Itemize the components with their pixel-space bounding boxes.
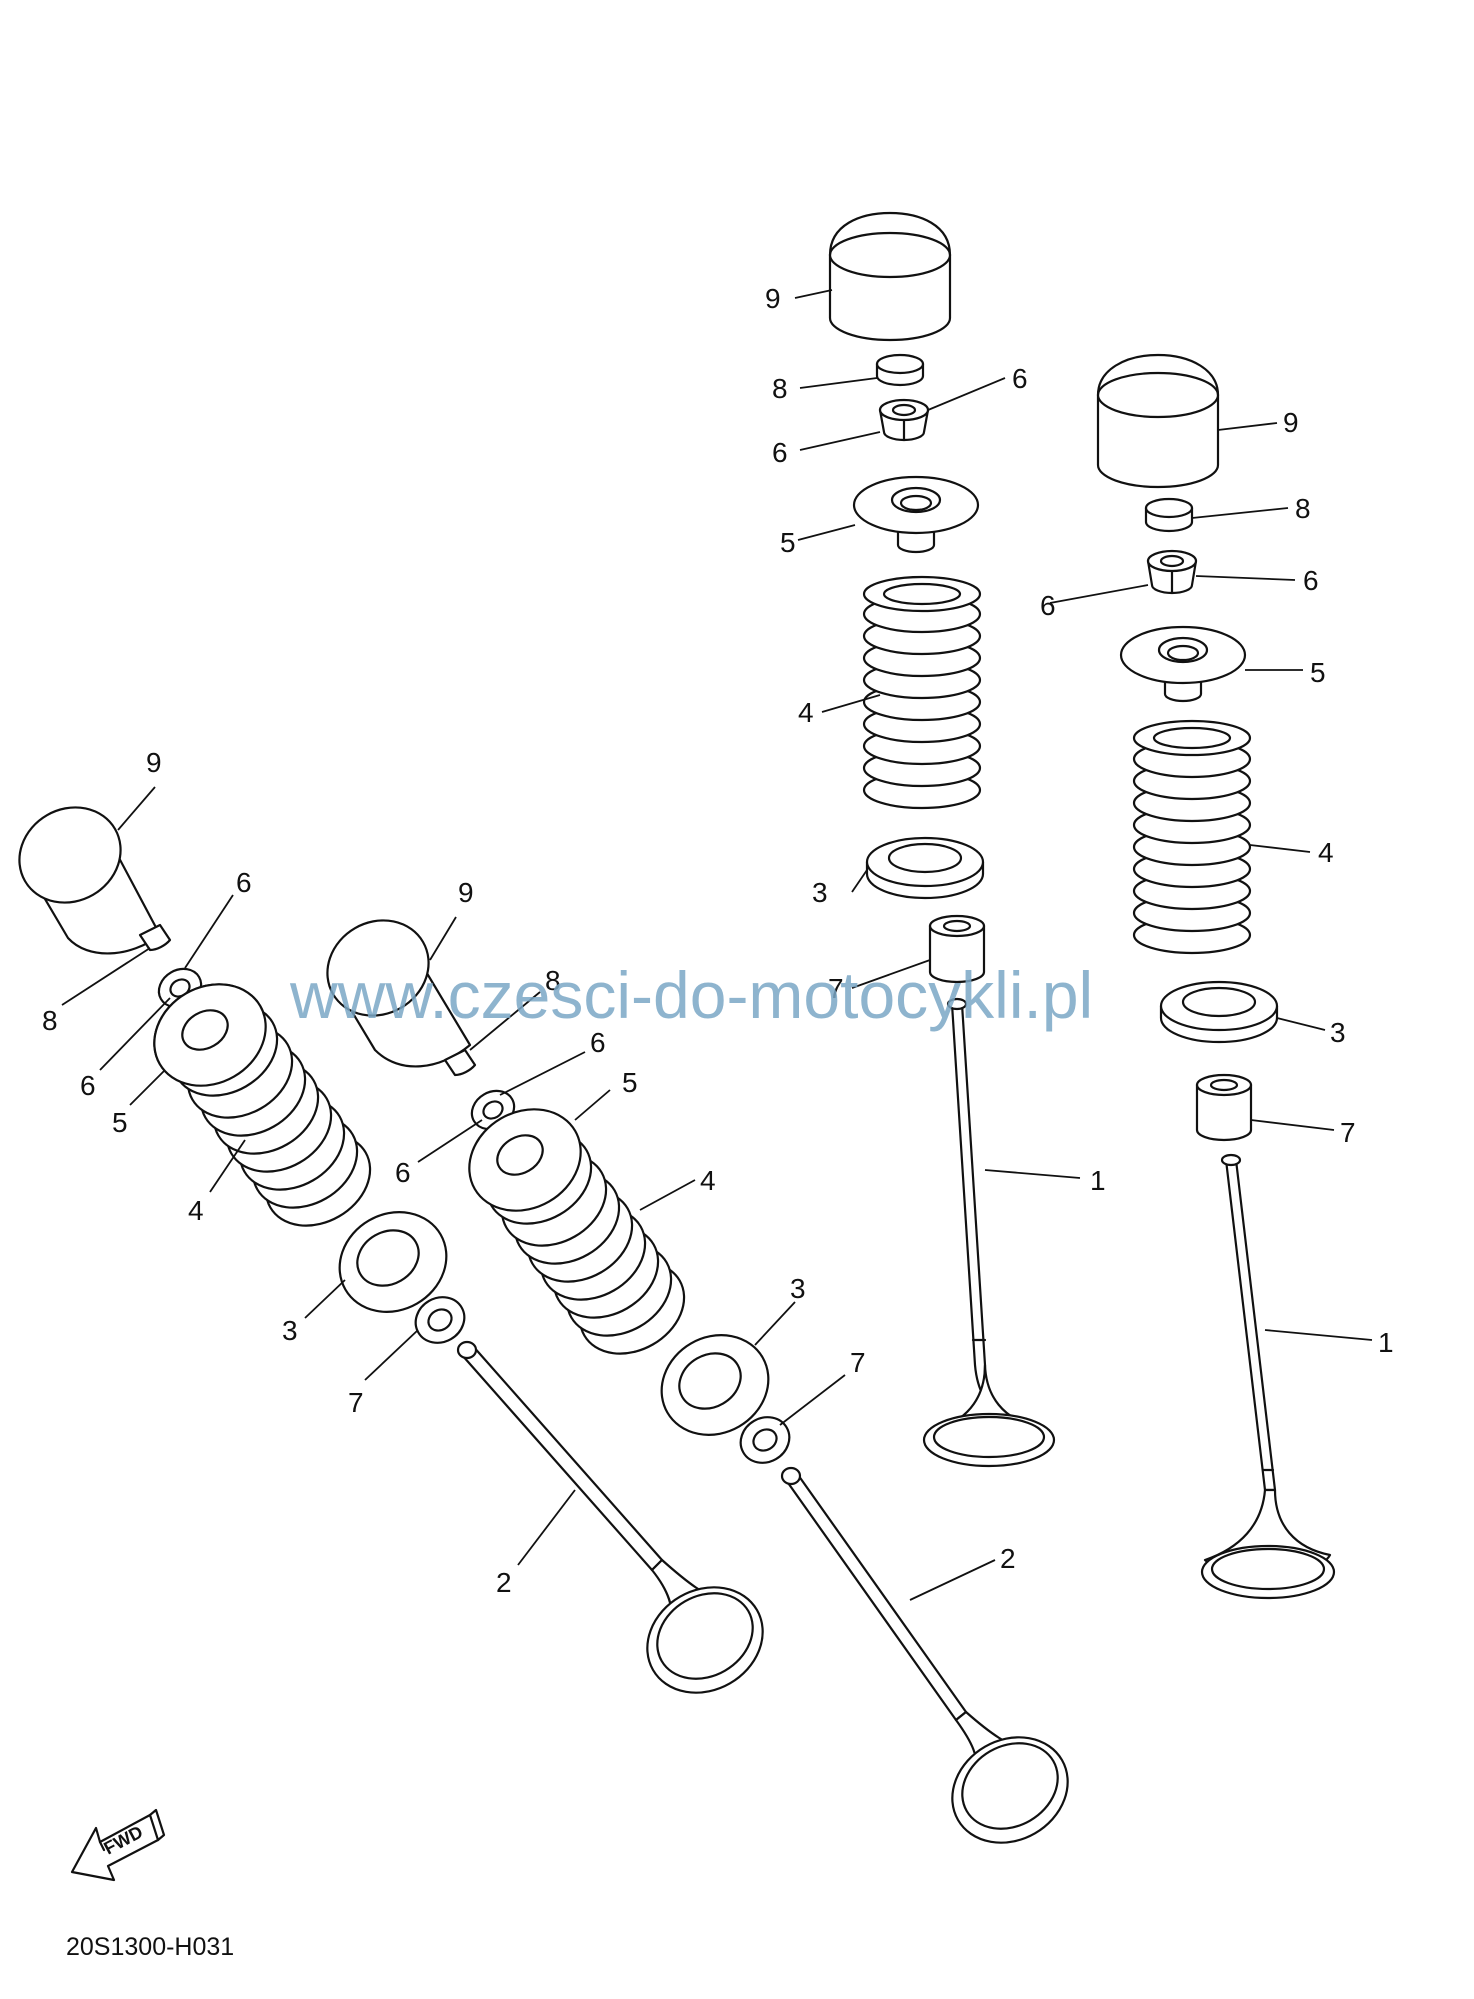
callout: 6 bbox=[395, 1157, 411, 1188]
callout: 4 bbox=[798, 697, 814, 728]
valve-spring bbox=[153, 983, 372, 1227]
valve-stem-seal bbox=[414, 1296, 466, 1344]
callout: 4 bbox=[188, 1195, 204, 1226]
valve-spring-retainer bbox=[852, 475, 980, 554]
callout: 5 bbox=[780, 527, 796, 558]
callout: 6 bbox=[1040, 590, 1056, 621]
callout: 6 bbox=[1012, 363, 1028, 394]
callout: 3 bbox=[790, 1273, 806, 1304]
callout: 3 bbox=[282, 1315, 298, 1346]
callout: 2 bbox=[496, 1567, 512, 1598]
valve-spring-seat bbox=[660, 1334, 770, 1436]
callout: 4 bbox=[700, 1165, 716, 1196]
callout: 5 bbox=[112, 1107, 128, 1138]
valve-intake bbox=[922, 997, 1056, 1468]
valve-exhaust bbox=[780, 1466, 1069, 1844]
callout: 8 bbox=[1295, 493, 1311, 524]
callout: 6 bbox=[772, 437, 788, 468]
diagram-code: 20S1300-H031 bbox=[66, 1933, 234, 1961]
valve-pad bbox=[875, 353, 925, 387]
valve-lifter bbox=[1096, 353, 1220, 489]
valve-stem-seal bbox=[739, 1416, 791, 1464]
valve-pad bbox=[1144, 497, 1194, 533]
callout: 6 bbox=[236, 867, 252, 898]
valve-lifter bbox=[326, 919, 477, 1077]
valve-intake bbox=[1200, 1153, 1336, 1600]
leader-lines bbox=[61, 289, 1373, 1601]
callout: 5 bbox=[622, 1067, 638, 1098]
valve-spring-retainer bbox=[468, 1108, 582, 1212]
callout: 6 bbox=[1303, 565, 1319, 596]
callout: 4 bbox=[1318, 837, 1334, 868]
valve-spring bbox=[1132, 719, 1252, 955]
valve-stem-seal bbox=[928, 914, 986, 984]
callout: 9 bbox=[765, 283, 781, 314]
valve-spring bbox=[862, 575, 982, 810]
callout: 9 bbox=[458, 877, 474, 908]
callout: 6 bbox=[590, 1027, 606, 1058]
valve-spring-retainer bbox=[1119, 625, 1247, 703]
fwd-arrow-icon: FWD bbox=[70, 1808, 166, 1882]
valve-stem-seal bbox=[1195, 1073, 1253, 1142]
callout: 1 bbox=[1378, 1327, 1394, 1358]
assembly-left-2 bbox=[326, 919, 1069, 1844]
callout: 7 bbox=[348, 1387, 364, 1418]
valve-spring-seat bbox=[865, 836, 985, 900]
callout: 7 bbox=[1340, 1117, 1356, 1148]
callout: 1 bbox=[1090, 1165, 1106, 1196]
valve-lifter bbox=[828, 211, 952, 342]
valve-spring-seat bbox=[1159, 980, 1279, 1044]
callout: 7 bbox=[850, 1347, 866, 1378]
callout: 3 bbox=[812, 877, 828, 908]
callout: 3 bbox=[1330, 1017, 1346, 1048]
watermark: www.czesci-do-motocykli.pl bbox=[289, 958, 1093, 1032]
valve-spring-seat bbox=[338, 1211, 448, 1313]
assembly-right-1 bbox=[828, 211, 1056, 1468]
callout: 8 bbox=[772, 373, 788, 404]
valve-cotter bbox=[1146, 549, 1198, 595]
callout: 7 bbox=[828, 973, 844, 1004]
callout: 6 bbox=[80, 1070, 96, 1101]
valve-cotter bbox=[878, 398, 930, 442]
assembly-left-1 bbox=[18, 806, 764, 1694]
valve-lifter bbox=[18, 806, 172, 955]
callout: 8 bbox=[545, 965, 561, 996]
callout: 9 bbox=[146, 747, 162, 778]
valve-exhaust bbox=[456, 1340, 764, 1694]
assembly-right-2 bbox=[1096, 353, 1336, 1600]
callout-numbers: 9 8 6 6 5 4 3 7 1 9 8 6 6 5 4 3 7 1 9 6 … bbox=[42, 283, 1394, 1598]
callout: 2 bbox=[1000, 1543, 1016, 1574]
callout: 5 bbox=[1310, 657, 1326, 688]
callout: 9 bbox=[1283, 407, 1299, 438]
callout: 8 bbox=[42, 1005, 58, 1036]
